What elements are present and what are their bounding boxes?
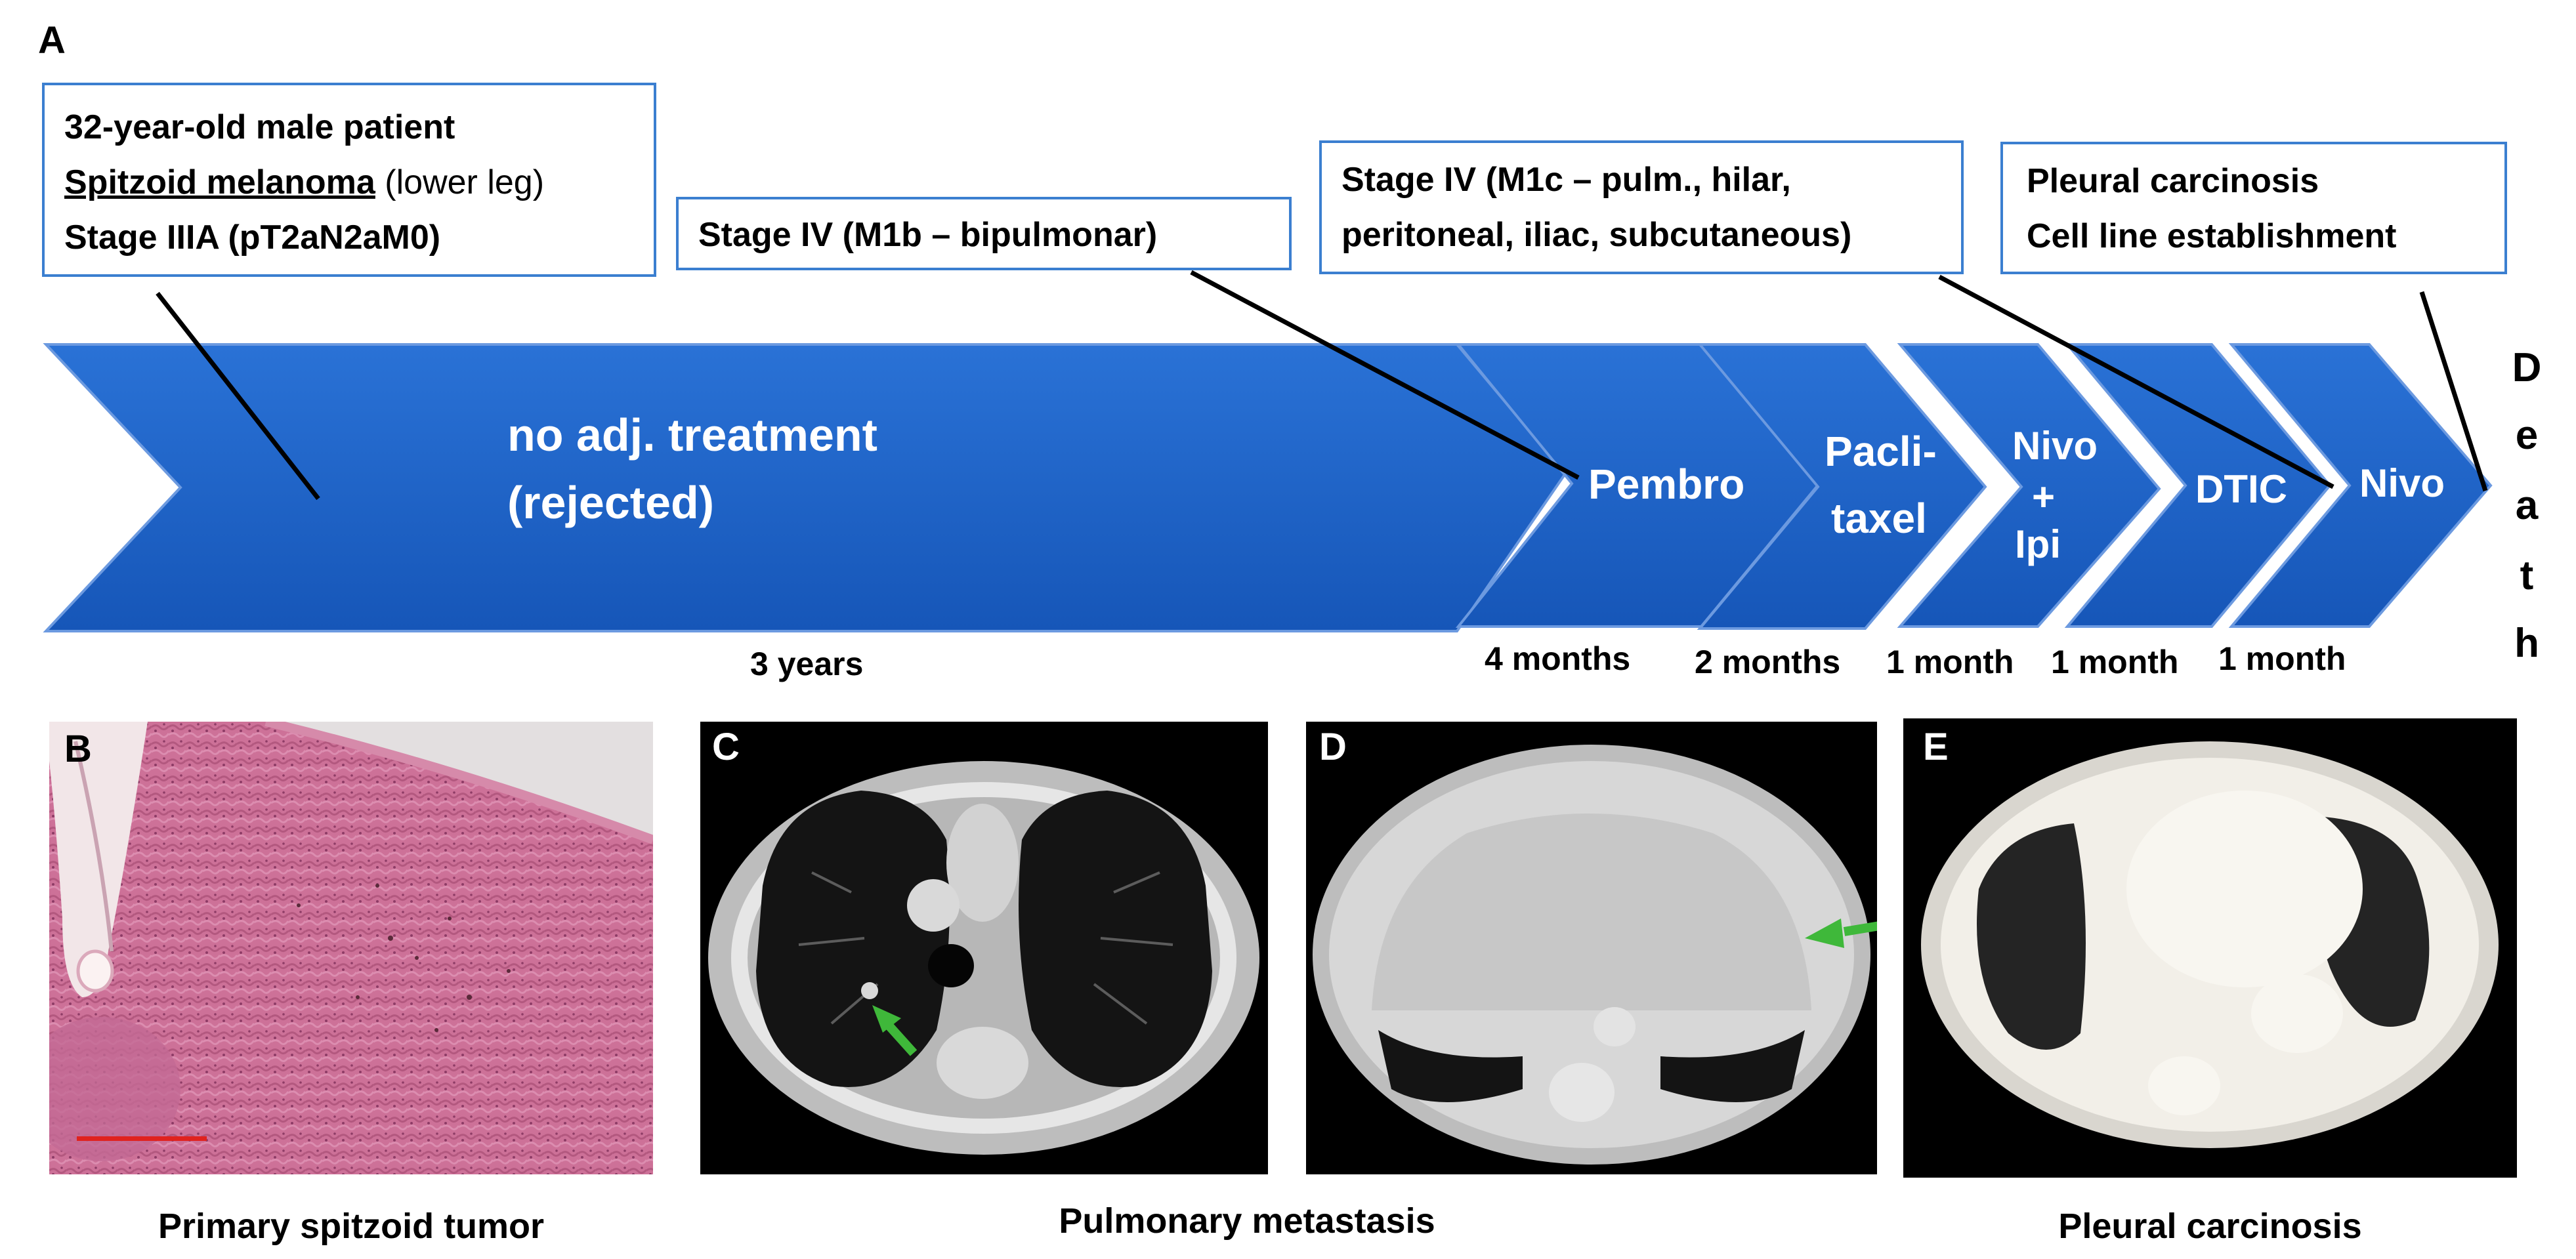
arrow-no-adj-treatment-line-1: no adj. treatment [507, 409, 877, 461]
ct-scan-d [1306, 722, 1877, 1174]
ct-scan-c [700, 722, 1268, 1174]
stage-iv-m1b-box: Stage IV (M1b – bipulmonar) [676, 197, 1292, 270]
duration-nivo: 1 month [2218, 640, 2346, 677]
arrow-dtic-label: DTIC [2195, 467, 2287, 511]
stage-iv-m1c-line-2: peritoneal, iliac, subcutaneous) [1341, 216, 1852, 254]
caption-b: Primary spitzoid tumor [158, 1207, 545, 1246]
duration-dtic: 1 month [2051, 644, 2179, 680]
ct-scan-e [1903, 718, 2517, 1178]
arrow-no-adj-treatment [43, 343, 1567, 632]
death-letter-h: h [2514, 621, 2539, 666]
stage-iv-m1c-line-1: Stage IV (M1c – pulm., hilar, [1341, 161, 1791, 199]
arrow-paclitaxel-line-2: taxel [1831, 495, 1927, 542]
arrow-no-adj-treatment-line-2: (rejected) [507, 477, 714, 528]
arrow-paclitaxel [1697, 343, 1987, 630]
pleural-carcinosis-box: Pleural carcinosis Cell line establishme… [2000, 142, 2507, 274]
patient-line-2: Spitzoid melanoma (lower leg) [64, 155, 654, 210]
death-letter-a: a [2515, 483, 2539, 528]
panel-d-label: D [1319, 726, 1347, 768]
connector-patient [156, 291, 320, 501]
patient-info-box: 32-year-old male patient Spitzoid melano… [42, 83, 656, 277]
stage-iv-m1c-box: Stage IV (M1c – pulm., hilar, peritoneal… [1319, 140, 1964, 274]
arrow-nivo-ipi [1897, 343, 2161, 628]
panel-a-label: A [38, 19, 66, 62]
arrow-nivo-ipi-line-3: Ipi [2015, 522, 2061, 566]
stage-iv-m1b-text: Stage IV (M1b – bipulmonar) [698, 216, 1158, 254]
connector-stage-iv-m1b [1190, 270, 1580, 480]
arrow-dtic [2064, 343, 2332, 628]
diagnosis-text: Spitzoid melanoma [64, 163, 375, 201]
connector-pleural [2419, 291, 2488, 492]
arrow-pembro-label: Pembro [1588, 461, 1744, 508]
death-letter-d: D [2512, 345, 2542, 390]
panel-c-label: C [712, 726, 740, 768]
pleural-line-1: Pleural carcinosis [2027, 162, 2319, 200]
diagnosis-location: (lower leg) [375, 163, 545, 201]
duration-nivo-ipi: 1 month [1886, 644, 2014, 680]
arrow-paclitaxel-line-1: Pacli- [1825, 428, 1937, 475]
metastasis-arrow-d [1843, 921, 1877, 936]
panel-b-label: B [64, 728, 92, 770]
treatment-timeline: no adj. treatment (rejected) Pembro Pacl… [43, 270, 2493, 632]
arrow-nivo-label: Nivo [2359, 461, 2445, 505]
duration-paclitaxel: 2 months [1695, 644, 1841, 680]
arrow-nivo-ipi-line-1: Nivo [2012, 424, 2098, 468]
histology-image [49, 722, 653, 1174]
caption-e: Pleural carcinosis [2058, 1207, 2362, 1246]
death-letter-e: e [2515, 413, 2539, 458]
arrow-nivo [2228, 343, 2493, 628]
duration-3-years: 3 years [750, 646, 864, 682]
caption-cd: Pulmonary metastasis [1059, 1201, 1435, 1241]
arrow-nivo-ipi-line-2: + [2032, 475, 2055, 519]
panel-e-label: E [1923, 726, 1949, 768]
pleural-line-2: Cell line establishment [2027, 217, 2397, 255]
patient-line-3: Stage IIIA (pT2aN2aM0) [64, 218, 441, 257]
death-letter-t: t [2520, 553, 2534, 598]
scale-bar [77, 1136, 207, 1141]
duration-pembro: 4 months [1485, 640, 1631, 677]
patient-line-1: 32-year-old male patient [64, 108, 455, 146]
connector-stage-iv-m1c [1938, 274, 2334, 489]
